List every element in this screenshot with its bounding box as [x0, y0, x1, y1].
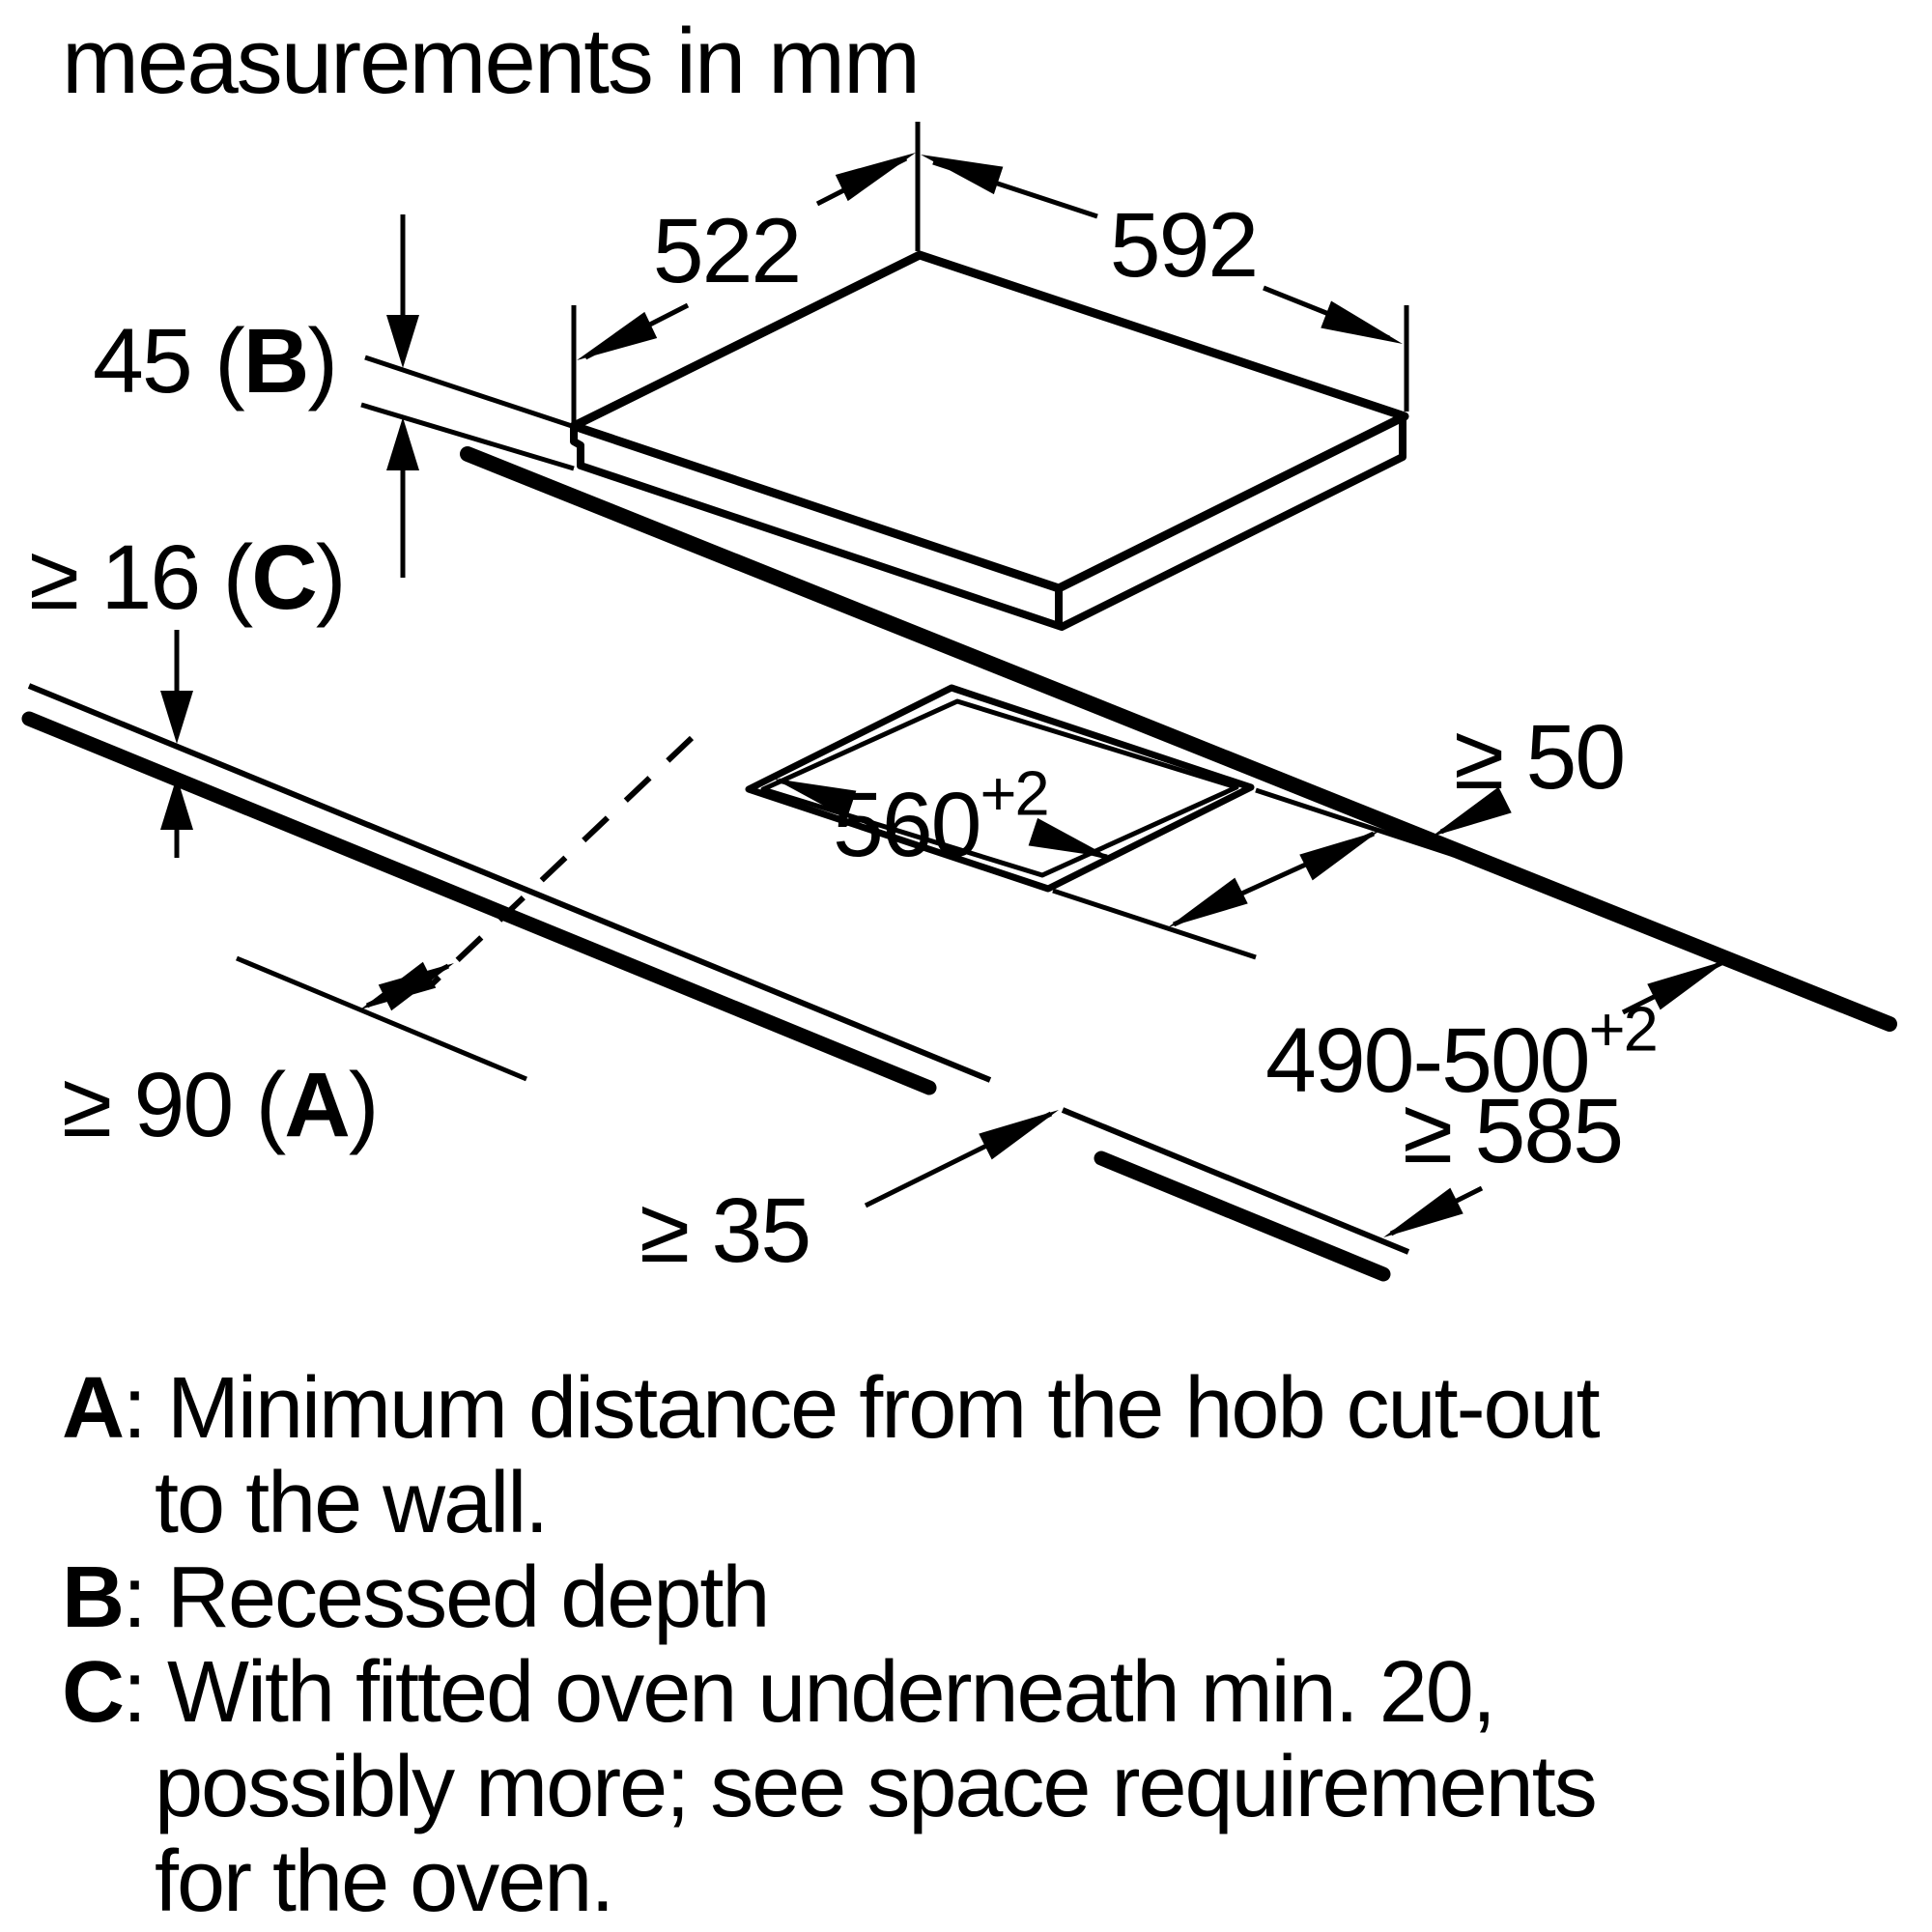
- arrow-A-lower: [360, 961, 437, 1009]
- rear-wall-line: [460, 446, 1897, 1032]
- legend-row-3-part: : Recessed depth: [123, 1549, 768, 1646]
- legend-row-1-part: : Minimum distance from the hob cut-out: [123, 1360, 1601, 1457]
- dim-490-500-label: 490-500+2: [1265, 993, 1657, 1112]
- worktop-front-top-2: [1061, 1107, 1410, 1255]
- legend-row-5: possibly more; see space requirements: [155, 1739, 1596, 1835]
- arrow-560-left: [774, 779, 857, 819]
- legend-row-2: to the wall.: [155, 1455, 547, 1551]
- hob-side-face: [570, 415, 1406, 631]
- dim-50-label: ≥ 50: [1454, 706, 1624, 809]
- dim-16C-label: ≥ 16 (C): [29, 526, 344, 629]
- arrow-490-lower: [1168, 877, 1248, 927]
- arrow-B-up: [386, 417, 419, 470]
- cutout-inner-rim: [760, 698, 1239, 878]
- dim-35-label: ≥ 35: [639, 1179, 810, 1282]
- legend-row-1-part: A: [62, 1360, 123, 1457]
- dim-490-500-label-part: +2: [1589, 993, 1657, 1064]
- worktop-front-top-1: [27, 683, 992, 1083]
- dim-45B-label-part: B: [243, 310, 308, 412]
- legend-row-1: A: Minimum distance from the hob cut-out: [62, 1360, 1601, 1457]
- ext-490-upper: [1255, 787, 1469, 863]
- dim-90A-label-part: ): [349, 1054, 378, 1156]
- legend-row-6: for the oven.: [155, 1833, 612, 1930]
- arrow-522-top: [835, 153, 916, 202]
- legend-row-3-part: B: [62, 1549, 123, 1646]
- dim-585-label: ≥ 585: [1403, 1080, 1622, 1182]
- arrow-C-up: [160, 777, 193, 830]
- dim-90A-label-part: ≥ 90 (: [62, 1054, 287, 1156]
- title-part: measurements in mm: [62, 10, 919, 113]
- dim-560-label-part: +2: [980, 757, 1048, 828]
- legend-row-2-part: to the wall.: [155, 1455, 547, 1551]
- dim-90A-label-part: A: [284, 1054, 349, 1156]
- dim-522-label: 522: [653, 200, 801, 302]
- arrow-35: [979, 1110, 1059, 1160]
- dim-16C-label-part: ): [316, 526, 345, 629]
- legend-row-4-part: : With fitted oven underneath min. 20,: [123, 1644, 1494, 1741]
- worktop-front-bottom-2: [1094, 1151, 1391, 1282]
- arrow-490-upper: [1299, 831, 1379, 881]
- dim-45B-label: 45 (B): [93, 310, 336, 412]
- arrow-585-upper: [1647, 960, 1727, 1010]
- ext-B-upper: [364, 355, 573, 429]
- title: measurements in mm: [62, 10, 919, 113]
- worktop-front-bottom-1: [21, 711, 937, 1095]
- arrow-522-bottom: [577, 311, 658, 360]
- legend-row-3: B: Recessed depth: [62, 1549, 768, 1646]
- dim-50-label-part: ≥ 50: [1454, 706, 1624, 809]
- dim-560-label: 560+2: [833, 757, 1048, 876]
- dim-560-label-part: 560: [833, 774, 980, 876]
- dim-522-label-part: 522: [653, 200, 801, 302]
- dim-90A-label: ≥ 90 (A): [62, 1054, 377, 1156]
- arrow-C-down: [160, 691, 193, 744]
- ext-B-lower: [360, 402, 575, 471]
- arrow-B-down: [386, 315, 419, 368]
- dim-490-500-label-part: 490-500: [1265, 1009, 1589, 1112]
- ext-A-wall: [236, 955, 527, 1082]
- legend-row-4: C: With fitted oven underneath min. 20,: [62, 1644, 1494, 1741]
- arrow-592-bottom: [1321, 300, 1403, 344]
- arrow-592-top: [921, 155, 1004, 195]
- legend-row-6-part: for the oven.: [155, 1833, 612, 1930]
- arrow-50: [1432, 786, 1512, 837]
- dim-16C-label-part: ≥ 16 (: [29, 526, 254, 629]
- dim-45B-label-part: 45 (: [93, 310, 245, 412]
- cutout-outer-rim: [745, 684, 1255, 893]
- dim-592-label: 592: [1110, 194, 1258, 297]
- dim-45B-label-part: ): [307, 310, 336, 412]
- dim-592-label-part: 592: [1110, 194, 1258, 297]
- projection-dashed: [428, 735, 695, 988]
- dim-16C-label-part: C: [251, 526, 316, 629]
- legend-row-5-part: possibly more; see space requirements: [155, 1739, 1596, 1835]
- arrow-560-right: [1028, 817, 1111, 858]
- arrow-585-lower: [1383, 1187, 1463, 1237]
- ext-490-lower: [1052, 888, 1257, 960]
- dim-35-label-part: ≥ 35: [639, 1179, 810, 1282]
- dim-585-label-part: ≥ 585: [1403, 1080, 1622, 1182]
- legend-row-4-part: C: [62, 1644, 123, 1741]
